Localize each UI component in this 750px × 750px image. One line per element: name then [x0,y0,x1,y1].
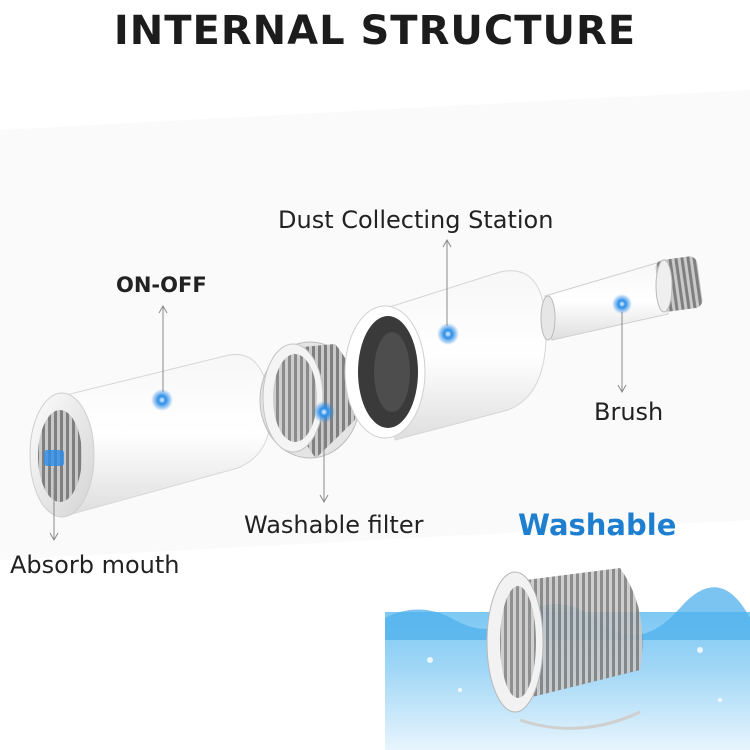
dust-station-marker [437,323,459,345]
mouth-indicator [44,450,64,466]
brush-attachment [540,256,703,341]
filter-cylinder [259,341,361,459]
label-on-off: ON-OFF [116,273,207,297]
washable-filter-immersed [486,568,643,730]
on-off-marker [151,389,173,411]
washable-heading: Washable [518,508,677,542]
label-brush: Brush [594,398,664,426]
label-washable-filter: Washable filter [244,511,424,539]
label-absorb-mouth: Absorb mouth [10,551,180,579]
vacuum-body [29,354,272,518]
page-title: INTERNAL STRUCTURE [113,8,637,54]
leader-lines [49,238,627,542]
filter-marker [313,401,335,423]
dust-station-cylinder [344,270,547,441]
label-dust-station: Dust Collecting Station [278,206,554,234]
brush-marker [612,294,632,314]
